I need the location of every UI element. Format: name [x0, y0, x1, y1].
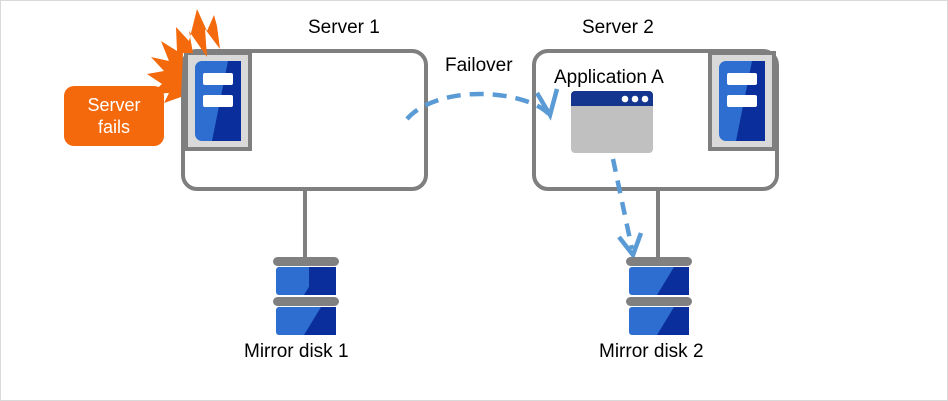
- mirror-disk-2-label: Mirror disk 2: [599, 341, 704, 362]
- server-fails-line-1: Server: [87, 94, 141, 115]
- server-rack-icon: [184, 51, 252, 151]
- server2-label: Server 2: [582, 17, 654, 38]
- server1-label: Server 1: [308, 17, 380, 38]
- server1-box: [181, 49, 428, 191]
- server-fails-callout: Server fails: [64, 86, 164, 146]
- mirror-disk-stack-icon: [626, 257, 692, 335]
- straight-dashed-arrow-icon: [610, 158, 644, 260]
- server-rack-icon: [708, 51, 776, 151]
- mirror-disk-stack-icon: [273, 257, 339, 335]
- mirror-disk-1-label: Mirror disk 1: [244, 341, 349, 362]
- server-fails-line-2: fails: [97, 117, 130, 137]
- application-a-label: Application A: [554, 67, 664, 88]
- application-window-icon: [571, 91, 653, 153]
- failover-label: Failover: [445, 55, 513, 76]
- curved-dashed-arrow-icon: [405, 88, 560, 121]
